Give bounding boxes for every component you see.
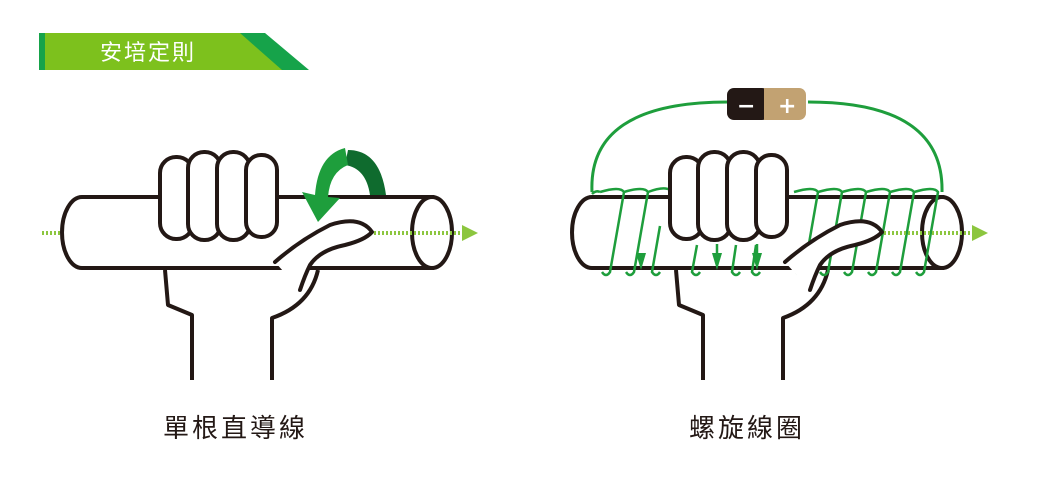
hand-arm	[163, 269, 320, 380]
coil-axis-arrow-right	[972, 225, 988, 241]
battery-negative-terminal	[727, 88, 769, 120]
coil-hand-fingers	[668, 150, 789, 242]
finger-4	[244, 153, 279, 239]
battery: − +	[727, 88, 806, 120]
coil-windings	[591, 187, 940, 277]
hand-thumb	[273, 219, 374, 292]
caption-solenoid: 螺旋線圈	[689, 414, 805, 444]
coil-finger-4	[754, 153, 789, 239]
battery-wire	[590, 100, 944, 193]
axis-arrow-right	[462, 225, 478, 241]
title-bg	[45, 33, 282, 70]
coil-current-arrows	[636, 253, 762, 270]
coil-arrow-1	[636, 253, 646, 270]
battery-minus-sign: −	[737, 94, 755, 119]
battery-positive-terminal	[764, 88, 806, 120]
title-text: 安培定則	[100, 41, 196, 66]
panel-solenoid: − +	[570, 88, 988, 380]
coil-hand-thumb	[783, 219, 884, 292]
hand-fingers	[158, 150, 279, 242]
coil-windings-front	[715, 244, 759, 258]
coil-hand-arm	[674, 269, 830, 380]
coil-arrow-3	[752, 253, 762, 270]
battery-plus-sign: +	[778, 94, 796, 119]
title-banner: 安培定則	[39, 33, 309, 70]
coil-arrow-2	[712, 253, 722, 270]
caption-straight-wire: 單根直導線	[163, 414, 308, 444]
curved-arrow-icon	[302, 148, 386, 222]
panel-straight-wire	[42, 148, 478, 380]
